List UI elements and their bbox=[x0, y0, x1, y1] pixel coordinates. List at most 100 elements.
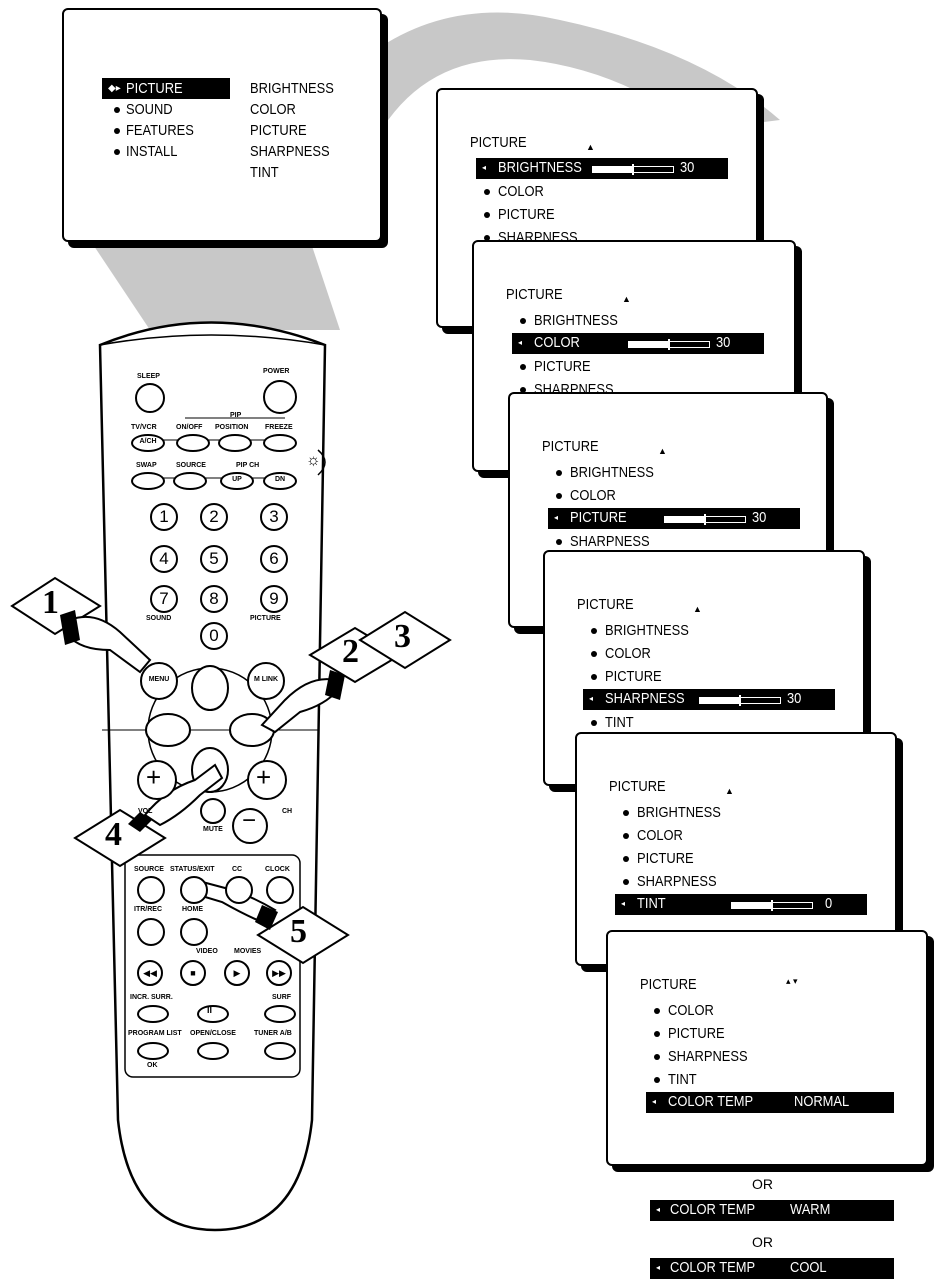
menu-item[interactable]: SHARPNESS bbox=[668, 1048, 748, 1065]
menu-item[interactable]: BRIGHTNESS bbox=[570, 464, 654, 481]
step-4-number: 4 bbox=[105, 816, 122, 853]
menu-item[interactable]: BRIGHTNESS bbox=[637, 804, 721, 821]
movies-label: MOVIES bbox=[234, 948, 262, 955]
power-button[interactable] bbox=[263, 380, 297, 414]
nav-up-button[interactable] bbox=[191, 665, 229, 711]
sleep-button[interactable] bbox=[135, 383, 165, 413]
digit-2-button[interactable]: 2 bbox=[200, 503, 228, 531]
cc-button[interactable] bbox=[225, 876, 253, 904]
menu-item[interactable]: PICTURE bbox=[605, 668, 662, 685]
nav-left-button[interactable] bbox=[145, 713, 191, 747]
stop-button[interactable]: ■ bbox=[180, 960, 206, 986]
main-menu-item[interactable]: SOUND bbox=[126, 101, 173, 118]
level-fill bbox=[665, 517, 705, 522]
menu-item[interactable]: TINT bbox=[605, 714, 634, 731]
menu-item[interactable]: PICTURE bbox=[534, 358, 591, 375]
pause-button[interactable] bbox=[197, 1005, 229, 1023]
bullet-icon bbox=[654, 1054, 660, 1060]
pip-dn-button[interactable]: DN bbox=[263, 472, 297, 490]
pip-on-off-button[interactable] bbox=[176, 434, 210, 452]
menu-item[interactable]: SHARPNESS bbox=[637, 873, 717, 890]
menu-item[interactable]: COLOR bbox=[668, 1002, 714, 1019]
main-menu-item[interactable]: PICTURE bbox=[126, 80, 183, 97]
main-menu-item[interactable]: FEATURES bbox=[126, 122, 194, 139]
vol-up-button[interactable] bbox=[137, 760, 177, 800]
open-close-button[interactable] bbox=[197, 1042, 229, 1060]
sound-label: SOUND bbox=[146, 615, 172, 622]
digit-4-button[interactable]: 4 bbox=[150, 545, 178, 573]
picture-label: PICTURE bbox=[250, 615, 281, 622]
menu-item[interactable]: PICTURE bbox=[637, 850, 694, 867]
status-exit-button[interactable] bbox=[180, 876, 208, 904]
menu-item[interactable]: COLOR bbox=[498, 183, 544, 200]
a-ch-button[interactable]: A/CH bbox=[131, 434, 165, 452]
bullet-icon bbox=[114, 107, 120, 113]
hand-cuffs bbox=[60, 610, 345, 930]
swap-button[interactable] bbox=[131, 472, 165, 490]
sleep-label: SLEEP bbox=[137, 373, 160, 380]
screen-title: PICTURE bbox=[640, 976, 697, 993]
menu-item[interactable]: COLOR bbox=[570, 487, 616, 504]
home-button[interactable] bbox=[180, 918, 208, 946]
menu-item[interactable]: COLOR bbox=[605, 645, 651, 662]
rewind-button[interactable]: ◀◀ bbox=[137, 960, 163, 986]
pip-position-button[interactable] bbox=[218, 434, 252, 452]
menu-item[interactable]: TINT bbox=[668, 1071, 697, 1088]
menu-item[interactable]: BRIGHTNESS bbox=[534, 312, 618, 329]
menu-button-label: MENU bbox=[148, 676, 170, 683]
digit-5-button[interactable]: 5 bbox=[200, 545, 228, 573]
step-5-number: 5 bbox=[290, 913, 307, 950]
digit-3-button[interactable]: 3 bbox=[260, 503, 288, 531]
screen-title: PICTURE bbox=[506, 286, 563, 303]
m-link-button[interactable]: M LINK bbox=[247, 662, 285, 700]
vol-label: VOL bbox=[138, 808, 153, 815]
menu-item[interactable]: BRIGHTNESS bbox=[605, 622, 689, 639]
scroll-up-icon: ▲ bbox=[725, 786, 734, 796]
menu-item[interactable]: PICTURE bbox=[668, 1025, 725, 1042]
itr-rec-button[interactable] bbox=[137, 918, 165, 946]
bullet-icon bbox=[556, 493, 562, 499]
incr-surr-button[interactable] bbox=[137, 1005, 169, 1023]
step-1-badge bbox=[10, 576, 102, 636]
menu-item[interactable]: PICTURE bbox=[498, 206, 555, 223]
mute-button[interactable] bbox=[200, 798, 226, 824]
menu-button[interactable]: MENU bbox=[140, 662, 178, 700]
program-list-button[interactable] bbox=[137, 1042, 169, 1060]
ff-button[interactable]: ▶▶ bbox=[266, 960, 292, 986]
ch-down-button[interactable] bbox=[232, 808, 268, 844]
digit-7-button[interactable]: 7 bbox=[150, 585, 178, 613]
bullet-icon bbox=[591, 720, 597, 726]
freeze-button[interactable] bbox=[263, 434, 297, 452]
digit-8-button[interactable]: 8 bbox=[200, 585, 228, 613]
tuner-ab-button[interactable] bbox=[264, 1042, 296, 1060]
main-menu-item[interactable]: INSTALL bbox=[126, 143, 178, 160]
pip-source-button[interactable] bbox=[173, 472, 207, 490]
projection-beam bbox=[90, 240, 340, 330]
digit-0-button[interactable]: 0 bbox=[200, 622, 228, 650]
video-label: VIDEO bbox=[196, 948, 218, 955]
pip-label: PIP bbox=[230, 412, 242, 419]
digit-6-button[interactable]: 6 bbox=[260, 545, 288, 573]
play-button[interactable]: ▶ bbox=[224, 960, 250, 986]
surf-button[interactable] bbox=[264, 1005, 296, 1023]
menu-item[interactable]: SHARPNESS bbox=[570, 533, 650, 550]
level-fill bbox=[700, 698, 740, 703]
ch-up-button[interactable] bbox=[247, 760, 287, 800]
level-fill bbox=[732, 903, 772, 908]
clock-button[interactable] bbox=[266, 876, 294, 904]
menu-item[interactable]: COLOR bbox=[637, 827, 683, 844]
bullet-icon bbox=[623, 810, 629, 816]
left-arrow-icon: ◂ bbox=[518, 338, 523, 347]
digit-1-button[interactable]: 1 bbox=[150, 503, 178, 531]
pip-up-button[interactable]: UP bbox=[220, 472, 254, 490]
b-source-button[interactable] bbox=[137, 876, 165, 904]
digit-9-button[interactable]: 9 bbox=[260, 585, 288, 613]
